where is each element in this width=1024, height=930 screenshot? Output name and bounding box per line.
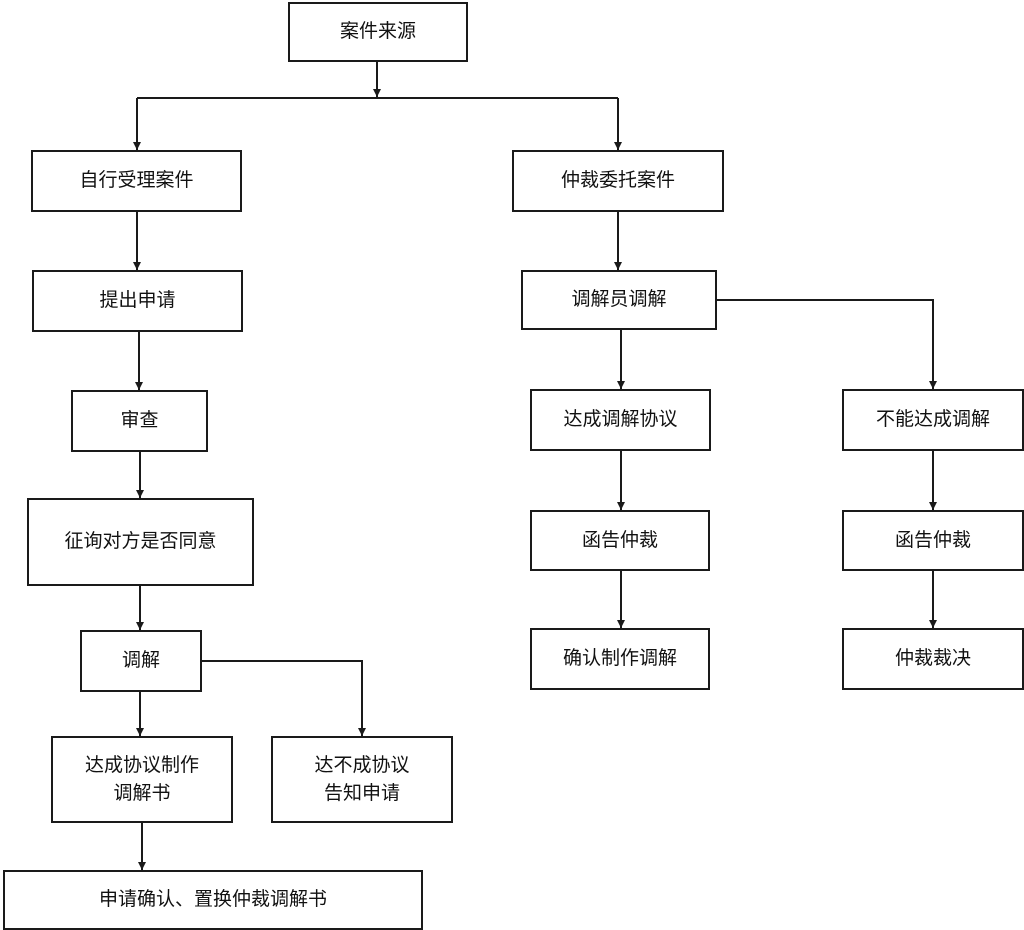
node-self-accept: 自行受理案件 bbox=[31, 150, 242, 212]
node-mediator-mediation: 调解员调解 bbox=[521, 270, 717, 330]
node-review: 审查 bbox=[71, 390, 208, 452]
node-agreement-make-document: 达成协议制作 调解书 bbox=[51, 736, 233, 823]
node-confirm-replace: 申请确认、置换仲裁调解书 bbox=[3, 870, 423, 930]
arrow-mediator-to-cannot bbox=[717, 299, 937, 389]
arrow-mediate-to-noagree bbox=[202, 660, 366, 736]
node-mediate: 调解 bbox=[80, 630, 202, 692]
node-submit-application: 提出申请 bbox=[32, 270, 243, 332]
node-reach-agreement: 达成调解协议 bbox=[530, 389, 711, 451]
node-confirm-make-mediation: 确认制作调解 bbox=[530, 628, 710, 690]
node-letter-arbitration-right: 函告仲裁 bbox=[842, 510, 1024, 571]
node-letter-arbitration-left: 函告仲裁 bbox=[530, 510, 710, 571]
node-arbitration-award: 仲裁裁决 bbox=[842, 628, 1024, 690]
node-case-source: 案件来源 bbox=[288, 2, 468, 62]
node-consult-other-party: 征询对方是否同意 bbox=[27, 498, 254, 586]
node-arbitration-entrust: 仲裁委托案件 bbox=[512, 150, 724, 212]
node-cannot-reach: 不能达成调解 bbox=[842, 389, 1024, 451]
node-no-agreement-notify: 达不成协议 告知申请 bbox=[271, 736, 453, 823]
